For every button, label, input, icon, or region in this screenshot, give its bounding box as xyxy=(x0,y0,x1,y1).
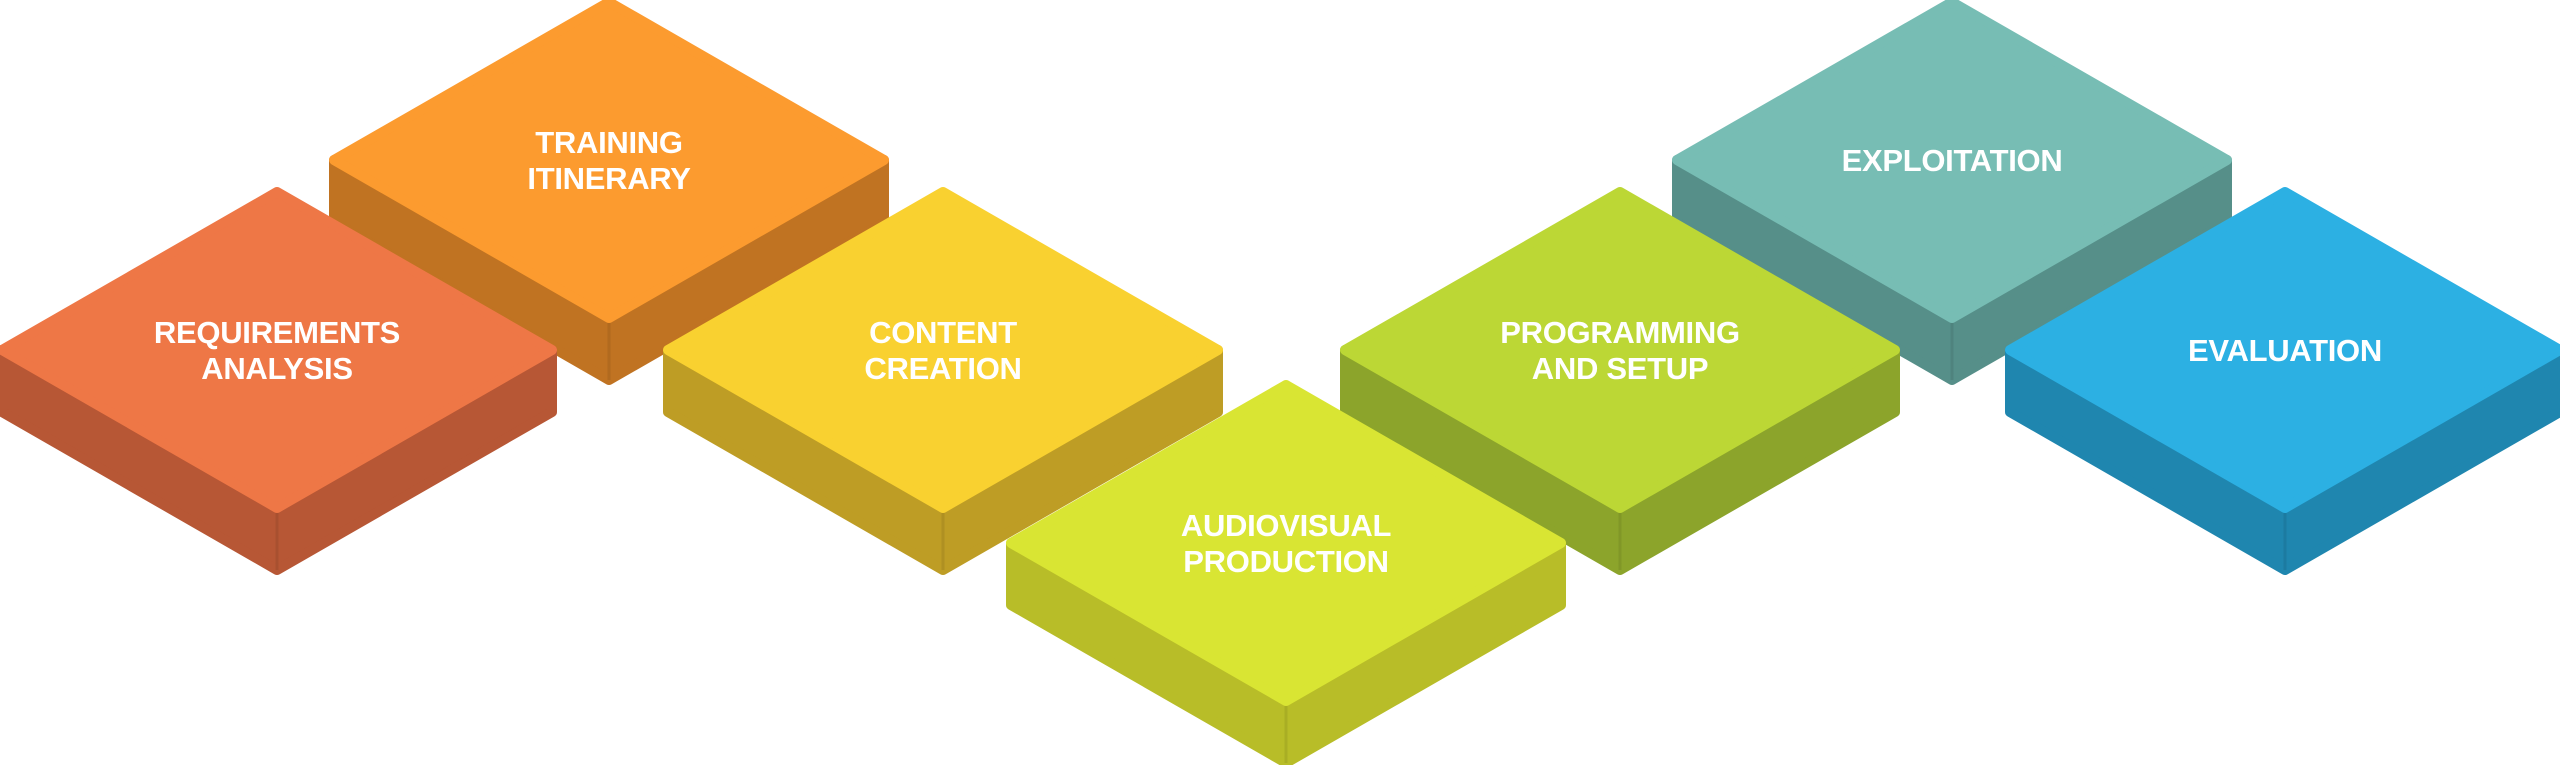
tile-top-programming xyxy=(1340,187,1900,513)
tile-top-training xyxy=(329,0,889,323)
step-label-requirements-line-2: ANALYSIS xyxy=(201,351,353,386)
step-label-programming-line-2: AND SETUP xyxy=(1532,351,1708,386)
tile-top-exploitation xyxy=(1672,0,2232,323)
tile-top-requirements xyxy=(0,187,557,513)
step-label-content-line-2: CREATION xyxy=(864,351,1021,386)
step-label-programming-line-1: PROGRAMMING xyxy=(1500,315,1740,350)
step-label-evaluation-line-1: EVALUATION xyxy=(2188,333,2382,368)
step-label-training-line-1: TRAINING xyxy=(535,125,682,160)
tile-top-evaluation xyxy=(2005,187,2560,513)
step-label-content-line-1: CONTENT xyxy=(869,315,1017,350)
step-label-audiovisual-line-1: AUDIOVISUAL xyxy=(1181,508,1391,543)
step-label-training-line-2: ITINERARY xyxy=(527,161,691,196)
step-label-requirements-line-1: REQUIREMENTS xyxy=(154,315,400,350)
step-tile-evaluation: EVALUATION xyxy=(2005,187,2560,575)
step-label-audiovisual-line-2: PRODUCTION xyxy=(1183,544,1388,579)
tile-top-audiovisual xyxy=(1006,380,1566,706)
tile-top-content xyxy=(663,187,1223,513)
step-label-exploitation-line-1: EXPLOITATION xyxy=(1842,143,2063,178)
